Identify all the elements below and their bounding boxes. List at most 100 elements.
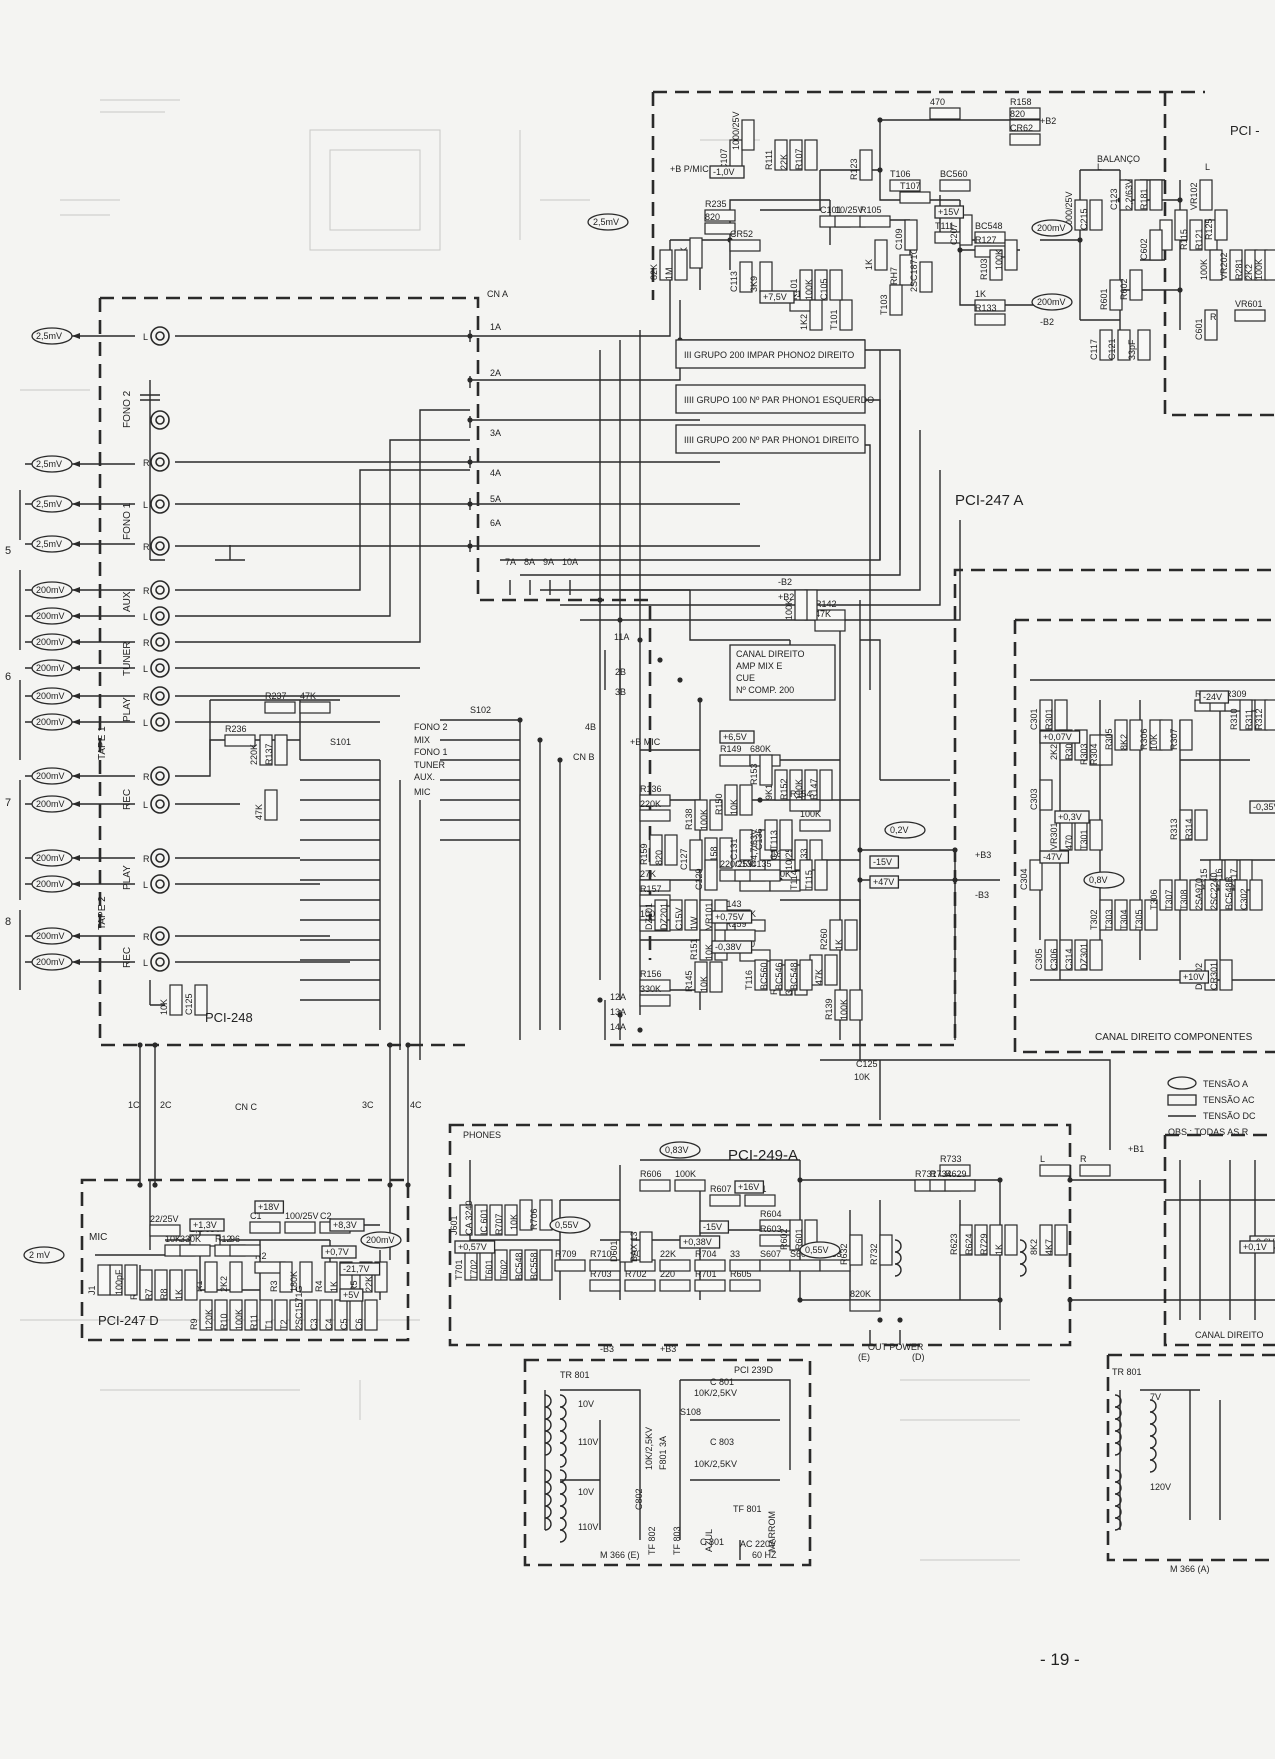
top-board-component [741,119,755,151]
row-number-7: 7 [5,797,11,809]
preamp-board-component-text: R7 [144,1288,154,1300]
tap-110v-1: 110V [578,1437,598,1447]
preamp-board-component [304,1299,318,1331]
pin-14a: 14A [610,1022,626,1032]
mid-board-component-text: VR101 [704,902,714,930]
mid-board-component [259,734,273,766]
right-board-component [1249,879,1263,911]
preamp-board-component-text: T2 [279,1319,289,1330]
right-board-component-text: T308 [1179,889,1189,910]
top-board-component [1129,269,1143,301]
voltage-box [339,1262,381,1276]
mid-board-component-text: BC560 [759,962,769,990]
top-board-component-text: R281 [1234,258,1244,280]
rca-jack-channel-label: R [143,458,150,468]
top-board-component [889,179,921,192]
top-board-component-text: R181 [1139,188,1149,210]
pin-9a: 9A [543,557,554,567]
cn-a-label: CN A [487,289,508,299]
right-board-component-text: 10K [1149,734,1159,750]
connector-pins [469,330,621,1040]
mid-board-component [664,834,678,866]
preamp-board-component-text: R2 [255,1251,267,1261]
top-board-component [1234,309,1266,322]
right-board-component-text: C304 [1019,868,1029,890]
board-outlines [80,90,1275,1567]
signal-level-text: 0,8V [1089,875,1108,885]
pin-1a: 1A [490,322,501,332]
preamp-board-component [244,1299,258,1331]
preamp-board-component-text: R10 [219,1313,229,1330]
arrow-icon [72,501,80,507]
right-board-component-text: T306 [1149,889,1159,910]
canal-direito-amp-box: CANAL DIREITO AMP MIX E CUE Nº COMP. 200 [729,644,836,701]
junction-dot [1177,287,1183,293]
junction-dot [1067,1177,1073,1183]
signal-level-oval [1083,871,1125,889]
sel-fono2: FONO 2 [414,722,448,732]
connector-labels: CN A CN B CN C 1A 2A 3A 4A 5A 6A 7A 8A 9… [128,289,629,1112]
right-board-component-text: R302 [1064,738,1074,760]
mid-board-component-text: 100K [839,999,849,1020]
board-titles: PCI-247 A PCI-248 PCI-247 D PCI-249-A PC… [98,123,1264,1340]
junction-dot [1177,197,1183,203]
phones-board-component-text: R601 [794,1228,804,1250]
legend: TENSÃO A TENSÃO AC TENSÃO DC OBS.: TODAS… [1167,1076,1256,1137]
phones-board-component-text: R734 [930,1169,952,1179]
rail-bpmic: +B P/MIC [670,164,709,174]
preamp-board-component-text: 22K [364,1276,374,1292]
top-board-component [899,191,931,204]
preamp-board-component [139,1269,153,1301]
mid-board-component-text: T114 [789,870,799,890]
junction-dot [997,1297,1003,1303]
right-board-component-text: T303 [1104,909,1114,930]
right-board-component [1234,879,1248,911]
mid-board-component [739,784,753,816]
phones-board-component-text: T701 [454,1259,464,1280]
top-board-component [839,299,853,331]
phones-board-component [639,1231,653,1263]
cap-val-2: 10K/2,5KV [694,1459,737,1469]
right-board-component-text: R305 [1104,728,1114,750]
preamp-board-component-text: 2K2 [219,1276,229,1292]
mid-board-component [779,819,793,851]
ac-220v-label: AC 220V [740,1539,776,1549]
junction-dot [857,847,863,853]
signal-level-oval [799,1241,841,1259]
rca-jack-inner [155,931,165,941]
mid-board-component [739,879,771,892]
arrow-icon [72,855,80,861]
top-board-component-text: R105 [860,205,882,215]
label-tape1: TAPE 1 [97,726,108,760]
preamp-board-component [274,1299,288,1331]
voltage-box [321,1245,357,1259]
phones-board-component [944,1179,976,1192]
c802-label: C802 [634,1488,644,1510]
canal-direito-line-3: CUE [736,673,755,683]
top-board-component-text: R103 [979,258,989,280]
preamp-board-component-text: R9 [189,1318,199,1330]
top-board-component-text: VR202 [1219,252,1229,280]
mid-board-component [264,701,296,714]
junction-dot [677,677,683,683]
top-board-component [1229,249,1243,281]
mid-board-component [719,754,751,767]
phones-board-component [974,1224,988,1256]
mid-board-component-text: 220K [640,799,661,809]
right-board-component [1239,699,1253,731]
top-board-component-text: 1000/25V [731,111,741,150]
right-board-component [1174,879,1188,911]
signal-level-oval [587,213,629,231]
junction-dot [957,247,963,253]
top-board-component [789,139,803,171]
phones-board-component [1039,1164,1071,1177]
top-board-component [929,107,961,120]
phones-board-component [709,1194,741,1207]
voltage-box [709,165,745,179]
rca-jack-channel-label: R [143,772,150,782]
mid-board-component [759,754,773,786]
phones-board-component-text: R702 [625,1269,647,1279]
phones-board-component-text: 8K2 [1029,1239,1039,1255]
top-board-component-text: 82K [649,264,659,280]
top-board-component-text: R107 [794,148,804,170]
